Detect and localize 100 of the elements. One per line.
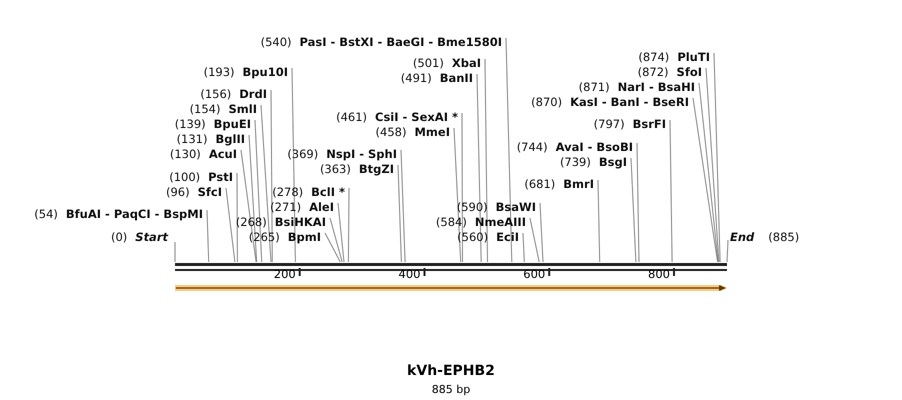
tick-label: 200 <box>274 267 296 281</box>
position-number: (560) <box>457 230 488 244</box>
enzyme-name: Bpu10I <box>242 65 288 79</box>
leader-line <box>462 112 463 262</box>
leader-line <box>522 232 525 262</box>
enzyme-name: SfcI <box>198 185 222 199</box>
leader-line <box>670 120 673 262</box>
position-number: (278) <box>272 185 304 199</box>
leader-line <box>698 82 719 262</box>
position-number: (131) <box>176 132 208 146</box>
sequence-backbone <box>175 263 727 271</box>
position-number: (874) <box>638 50 670 64</box>
enzyme-name: CsiI - SexAI * <box>375 110 458 124</box>
enzyme-name: MmeI <box>414 125 450 139</box>
position-number: (501) <box>412 56 444 70</box>
position-number: (139) <box>174 117 206 131</box>
position-number: (0) <box>110 230 128 244</box>
position-number: (100) <box>169 170 200 184</box>
enzyme-name: PstI <box>208 170 233 184</box>
position-number: (54) <box>34 207 58 221</box>
enzyme-name: BsgI <box>598 155 627 169</box>
leader-line <box>714 52 721 262</box>
position-number: (584) <box>436 215 467 229</box>
enzyme-name: BsrFI <box>632 117 666 131</box>
leader-line <box>726 240 728 262</box>
position-number: (491) <box>400 71 432 85</box>
position-number: (458) <box>376 125 406 139</box>
position-number: (797) <box>594 117 625 131</box>
enzyme-name: KasI - BanI - BseRI <box>570 95 689 109</box>
enzyme-name: BfuAI - PaqCI - BspMI <box>66 207 203 221</box>
position-number: (268) <box>236 215 267 229</box>
enzyme-name: EciI <box>496 230 519 244</box>
enzyme-name: BtgZI <box>358 162 394 176</box>
enzyme-name: BanII <box>440 71 473 85</box>
position-number: (271) <box>270 200 302 214</box>
leader-line <box>398 164 402 262</box>
enzyme-name: BsiHKAI <box>274 215 326 229</box>
leader-line <box>330 218 343 262</box>
position-number: (363) <box>320 162 351 176</box>
position-number: (156) <box>200 87 232 101</box>
leader-line <box>636 142 640 262</box>
leader-line <box>706 68 720 262</box>
leader-line <box>454 128 462 262</box>
leader-line <box>260 104 272 262</box>
leader-line <box>226 188 236 262</box>
construct-title: kVh-EPHB2 <box>407 363 495 379</box>
sequence-end-label: Start <box>135 230 168 244</box>
enzyme-name: XbaI <box>452 56 481 70</box>
leader-line <box>348 188 350 262</box>
position-number: (96) <box>166 185 190 199</box>
enzyme-name: AleI <box>309 200 334 214</box>
leader-line <box>400 150 406 262</box>
tick-label: 800 <box>648 267 670 281</box>
enzyme-name: BpuEI <box>214 117 251 131</box>
leader-line <box>254 120 262 262</box>
enzyme-name: PluTI <box>677 50 710 64</box>
position-number: (540) <box>260 35 292 49</box>
leader-line <box>506 38 512 262</box>
enzyme-name: SfoI <box>676 65 702 79</box>
enzyme-name: DrdI <box>239 87 267 101</box>
leader-line <box>174 242 176 262</box>
leader-line <box>240 150 257 262</box>
position-number: (739) <box>560 155 591 169</box>
leader-line <box>338 202 344 262</box>
leader-line <box>484 58 488 262</box>
position-number: (590) <box>456 200 488 214</box>
position-number: (154) <box>190 102 220 116</box>
leader-line <box>530 218 540 262</box>
position-number: (265) <box>248 230 280 244</box>
enzyme-name: PasI - BstXI - BaeGI - Bme1580I <box>300 35 502 49</box>
position-number: (744) <box>516 140 548 154</box>
position-number: (130) <box>170 147 201 161</box>
position-number: (885) <box>768 230 800 244</box>
enzyme-name: BglII <box>216 132 245 146</box>
enzyme-name: BpmI <box>288 230 321 244</box>
tick-label: 400 <box>398 267 420 281</box>
position-number: (193) <box>204 65 235 79</box>
position-number: (870) <box>531 95 562 109</box>
enzyme-name: BclI * <box>311 185 345 199</box>
enzyme-name: BsaWI <box>496 200 536 214</box>
enzyme-name: NspI - SphI <box>326 147 397 161</box>
leader-line <box>598 180 600 262</box>
leader-line <box>630 158 636 262</box>
leader-line <box>692 98 718 262</box>
leader-line <box>540 202 544 262</box>
leader-line <box>476 74 482 262</box>
leader-line <box>206 210 210 262</box>
leader-line <box>248 134 258 262</box>
leader-line <box>270 90 273 262</box>
enzyme-name: NarI - BsaHI <box>618 80 695 94</box>
position-number: (871) <box>578 80 610 94</box>
tick-label: 600 <box>523 267 546 281</box>
sequence-end-label: End <box>730 230 754 244</box>
sequence-length: 885 bp <box>432 383 470 396</box>
enzyme-name: SmlI <box>228 102 257 116</box>
leader-line <box>324 232 341 262</box>
enzyme-name: AcuI <box>208 147 237 161</box>
leader-line <box>292 68 296 262</box>
enzyme-name: BmrI <box>563 177 594 191</box>
position-number: (461) <box>336 110 368 124</box>
